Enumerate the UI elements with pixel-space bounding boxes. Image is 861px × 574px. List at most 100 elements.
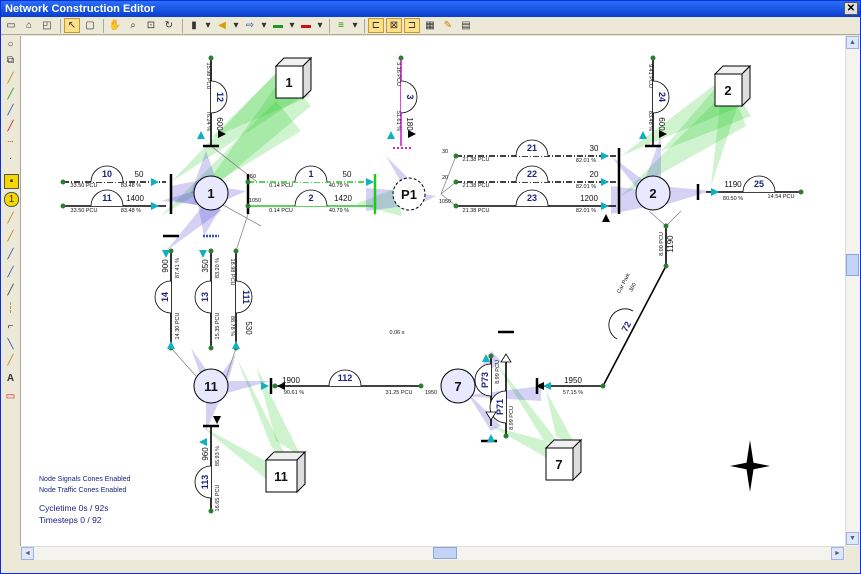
open-file-icon[interactable]: ⌂ [25, 20, 33, 31]
dropdown-arrow-icon[interactable]: ▾ [205, 20, 211, 31]
node-dot[interactable] [208, 55, 214, 61]
link-badge [154, 280, 172, 314]
dropdown-arrow-icon[interactable]: ▾ [233, 20, 239, 31]
node-dot[interactable] [663, 223, 669, 229]
node-P1[interactable] [392, 177, 426, 211]
link-red-icon[interactable]: ▬ [301, 20, 311, 31]
lane-icon[interactable]: ≡ [338, 20, 344, 31]
rect-select-icon[interactable]: ▢ [85, 20, 95, 31]
horizontal-scrollbar[interactable]: ◄ ► [21, 546, 845, 560]
draw-link-icon[interactable]: ╱ [7, 73, 14, 84]
horizontal-scroll-thumb[interactable] [433, 547, 457, 559]
label-icon[interactable]: ▭ [5, 391, 16, 402]
link-pcu: 21.38 PCU [463, 208, 490, 214]
signal-arrow-icon[interactable]: ◀ [218, 20, 226, 31]
save-file-icon[interactable]: ◰ [42, 20, 52, 31]
report-icon[interactable]: ▤ [461, 20, 471, 31]
link-sat: 51.61 % [395, 111, 401, 131]
link-g-icon[interactable]: ⌐ [7, 321, 14, 332]
close-button[interactable]: ✕ [844, 2, 858, 15]
refresh-icon[interactable]: ↻ [164, 20, 174, 31]
green-pen-icon[interactable]: ╱ [7, 89, 14, 100]
link-badge [90, 165, 124, 183]
node-dot[interactable] [398, 55, 404, 61]
node-circle-icon[interactable]: ○ [7, 39, 14, 50]
link-e-icon[interactable]: ╱ [7, 285, 14, 296]
scroll-left-button[interactable]: ◄ [21, 547, 34, 560]
red-pen-icon[interactable]: ╱ [7, 121, 14, 132]
link-i-icon[interactable]: ╱ [7, 355, 14, 366]
node-11[interactable] [193, 368, 229, 404]
pointer-icon[interactable]: ↖ [64, 18, 80, 33]
toolbar-separator [182, 18, 183, 33]
text-icon[interactable]: A [6, 373, 15, 384]
new-file-icon[interactable]: ▭ [6, 20, 16, 31]
node-label: 2 [649, 186, 656, 201]
link-a-icon[interactable]: ╱ [7, 213, 14, 224]
network-canvas[interactable]: 1 2 P1 7 11 1 2 [21, 36, 845, 546]
magic-icon[interactable]: ✎ [443, 20, 453, 31]
traffic-signal-icon[interactable]: ▮ [191, 20, 197, 31]
signal-box-2[interactable]: 2 [713, 64, 752, 108]
link-green-icon[interactable]: ▬ [273, 20, 283, 31]
node-dot[interactable] [60, 203, 66, 209]
node-dot[interactable] [233, 248, 239, 254]
node-dot[interactable] [453, 179, 459, 185]
node-dot[interactable] [600, 383, 606, 389]
node-dot[interactable] [208, 508, 214, 514]
dropdown-arrow-icon[interactable]: ▾ [352, 20, 358, 31]
node-multi-icon[interactable]: ⧉ [6, 55, 15, 66]
zoom-icon[interactable]: ⌕ [130, 20, 136, 31]
dashed-pen-icon[interactable]: ┄ [7, 137, 14, 148]
node-dot[interactable] [272, 383, 278, 389]
node-dot[interactable] [60, 179, 66, 185]
scroll-up-button[interactable]: ▲ [846, 36, 859, 49]
flow-arrow [601, 178, 609, 186]
layout-c-icon[interactable]: ⊐ [404, 18, 420, 33]
blue-pen-icon[interactable]: ╱ [7, 105, 14, 116]
layout-a-icon[interactable]: ⊏ [368, 18, 384, 33]
vertical-scrollbar[interactable]: ▲ ▼ [845, 36, 860, 546]
dropdown-arrow-icon[interactable]: ▾ [261, 20, 267, 31]
node-dot[interactable] [488, 353, 494, 359]
node-dot[interactable] [503, 433, 509, 439]
flow-icon[interactable]: ⇨ [245, 20, 255, 31]
layout-b-icon[interactable]: ⊠ [386, 18, 402, 33]
scroll-down-button[interactable]: ▼ [846, 532, 859, 545]
internal-link [440, 193, 457, 207]
node-dot[interactable] [208, 248, 214, 254]
signal-box-1[interactable]: 1 [274, 56, 313, 100]
hand-pan-icon[interactable]: ✋ [108, 20, 122, 31]
priority-node-icon[interactable]: 1 [4, 192, 19, 207]
node-2[interactable] [635, 175, 671, 211]
signal-box-11[interactable]: 11 [264, 450, 307, 494]
link-c-icon[interactable]: ╱ [7, 249, 14, 260]
signal-node-icon[interactable]: ▪ [4, 174, 19, 189]
node-dot[interactable] [245, 203, 251, 209]
zoom-window-icon[interactable]: ⊡ [146, 20, 156, 31]
node-1[interactable] [193, 175, 229, 211]
node-dot[interactable] [453, 203, 459, 209]
vertical-scroll-thumb[interactable] [846, 254, 859, 276]
node-dot[interactable] [168, 248, 174, 254]
scroll-right-button[interactable]: ► [831, 547, 844, 560]
link-d-icon[interactable]: ╱ [7, 267, 14, 278]
link-b-icon[interactable]: ╱ [7, 231, 14, 242]
signal-box-7[interactable]: 7 [544, 438, 583, 482]
node-dot[interactable] [418, 383, 424, 389]
dot-link-icon[interactable]: · [8, 153, 13, 164]
node-dot[interactable] [453, 153, 459, 159]
link-72[interactable] [602, 265, 667, 387]
hollow-arrow [485, 411, 497, 421]
node-dot[interactable] [798, 189, 804, 195]
link-f-icon[interactable]: ┆ [7, 303, 14, 314]
node-7[interactable] [440, 368, 476, 404]
grid-icon[interactable]: ▦ [425, 20, 435, 31]
link-h-icon[interactable]: ╲ [7, 339, 14, 350]
dropdown-arrow-icon[interactable]: ▾ [317, 20, 323, 31]
node-dot[interactable] [663, 263, 669, 269]
node-dot[interactable] [650, 55, 656, 61]
node-dot[interactable] [245, 179, 251, 185]
node-dot[interactable] [208, 345, 214, 351]
dropdown-arrow-icon[interactable]: ▾ [289, 20, 295, 31]
